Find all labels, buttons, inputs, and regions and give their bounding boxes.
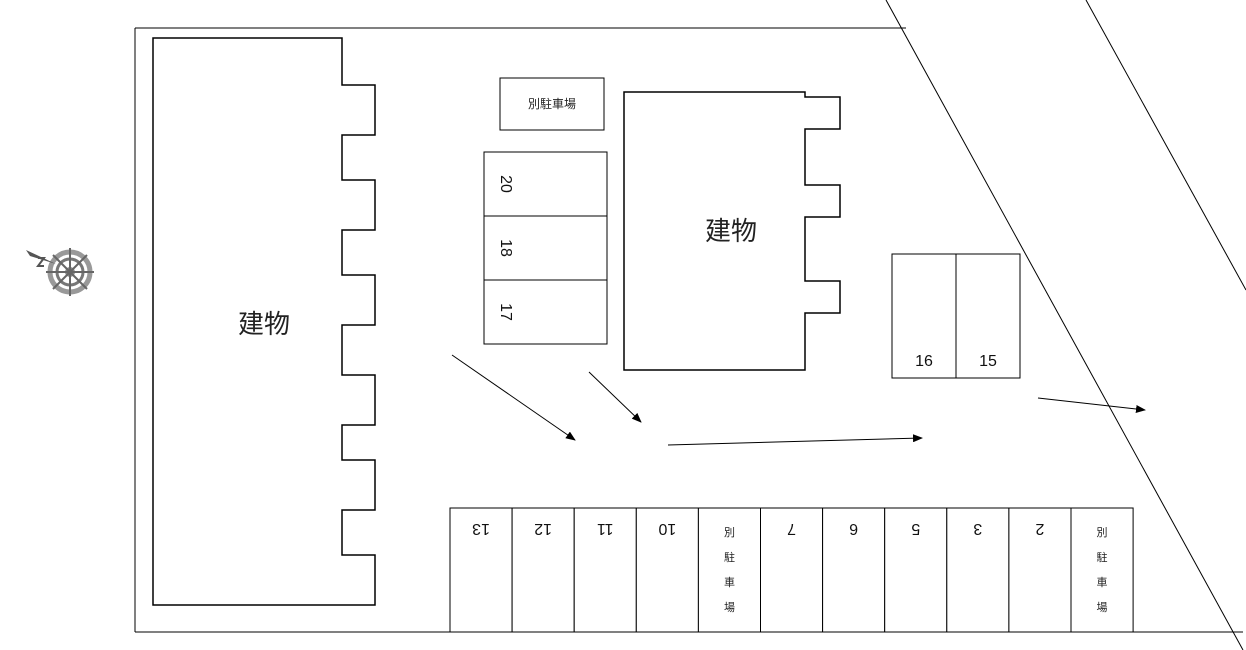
arrow-1: [451, 354, 576, 441]
bottom-stall-6: [822, 507, 886, 633]
arrow-2: [588, 371, 642, 423]
stall-group-vertical: [483, 151, 608, 345]
traffic-arrows: [451, 354, 1146, 446]
bottom-stall-label-6: 6: [849, 520, 858, 537]
stall-16-label: 16: [915, 353, 933, 370]
stall-17-label: 17: [497, 303, 514, 321]
building-left: 建物: [152, 37, 376, 606]
arrow-3: [667, 434, 923, 446]
bottom-stall-9: [1008, 507, 1072, 633]
separate-parking-top: 別駐車場: [499, 77, 605, 131]
bottom-stall-label-5: 7: [787, 520, 796, 537]
stall-18-label: 18: [497, 239, 514, 257]
bottom-stall-label-2: 11: [597, 520, 614, 537]
bottom-stall-5: [760, 507, 824, 633]
bottom-stall-0: [449, 507, 513, 633]
bottom-stall-4: [697, 507, 762, 633]
building-left-label: 建物: [238, 310, 290, 340]
arrow-4: [1037, 397, 1146, 413]
bottom-stall-label-8: 3: [973, 520, 982, 537]
bottom-separate-parking-label-4: 別駐車場: [724, 526, 735, 614]
bottom-stall-label-9: 2: [1035, 520, 1044, 537]
bottom-stall-3: [635, 507, 699, 633]
stall-15-label: 15: [979, 353, 997, 370]
building-middle: 建物: [623, 91, 841, 371]
bottom-stall-label-3: 10: [658, 520, 676, 537]
bottom-stall-label-0: 13: [472, 520, 490, 537]
bottom-separate-parking-label-10: 別駐車場: [1097, 526, 1108, 614]
bottom-stall-label-1: 12: [534, 520, 552, 537]
separate-parking-top-label: 別駐車場: [528, 96, 576, 111]
bottom-stall-label-7: 5: [911, 520, 920, 537]
bottom-parking-row: 13 12 11 10 別駐車場 7 6 5 3 2 別駐車場: [449, 507, 1134, 633]
bottom-stall-10: [1070, 507, 1134, 633]
compass-rose-icon: [26, 248, 94, 296]
stall-group-side: [891, 253, 1021, 379]
stall-20-label: 20: [497, 175, 514, 193]
building-middle-label: 建物: [705, 217, 757, 247]
bottom-stall-2: [573, 507, 637, 633]
bottom-stall-1: [511, 507, 575, 633]
